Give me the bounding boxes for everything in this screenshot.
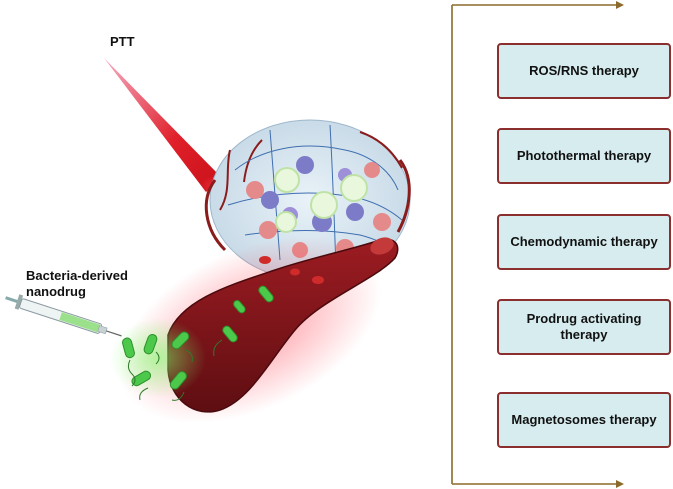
- therapy-box-prodrug: Prodrug activating therapy: [497, 299, 671, 355]
- therapy-label: Prodrug activating therapy: [526, 311, 642, 342]
- nanodrug-label-line1: Bacteria-derived: [26, 268, 128, 283]
- bracket-connector: [451, 1, 624, 488]
- bacteria-flagella: [127, 339, 223, 401]
- tumor-icon: [204, 119, 411, 281]
- therapy-label: ROS/RNS therapy: [529, 63, 639, 78]
- therapy-box-magnetosomes: Magnetosomes therapy: [497, 392, 671, 448]
- laser-beam: [104, 58, 228, 196]
- therapy-box-photothermal: Photothermal therapy: [497, 128, 671, 184]
- ptt-label: PTT: [110, 34, 135, 49]
- therapy-label: Magnetosomes therapy: [511, 412, 657, 427]
- syringe-icon: [5, 294, 122, 337]
- therapy-box-chemodynamic: Chemodynamic therapy: [497, 214, 671, 270]
- therapy-box-ros-rns: ROS/RNS therapy: [497, 43, 671, 99]
- therapy-label: Photothermal therapy: [516, 148, 652, 163]
- nanodrug-label-line2: nanodrug: [26, 284, 86, 299]
- blood-vessel-icon: [167, 237, 399, 413]
- therapy-label: Chemodynamic therapy: [510, 234, 658, 249]
- bacteria-icon: [122, 285, 274, 390]
